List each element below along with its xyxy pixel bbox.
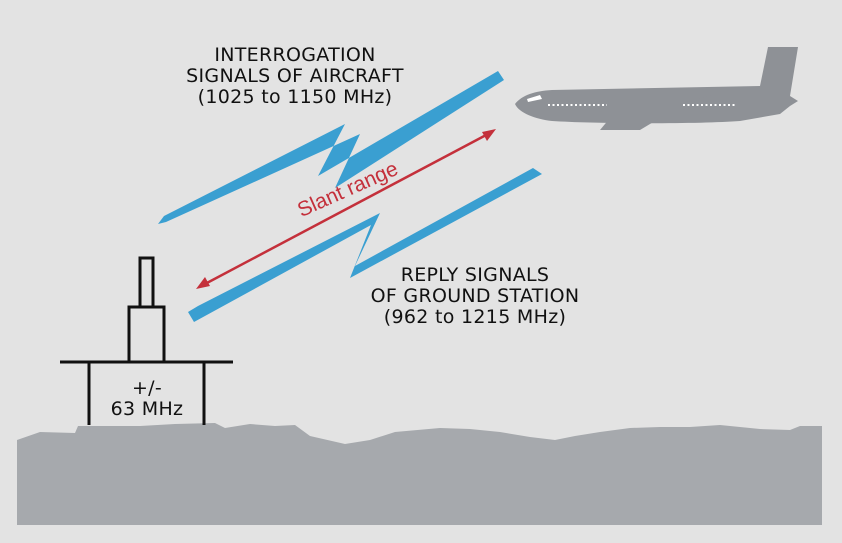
slant-range-arrow xyxy=(196,129,496,289)
reply-line-1: REPLY SIGNALS xyxy=(400,264,550,286)
reply-label: REPLY SIGNALS OF GROUND STATION (962 to … xyxy=(325,265,625,328)
interrogation-line-2: SIGNALS OF AIRCRAFT xyxy=(186,65,404,87)
interrogation-line-1: INTERROGATION xyxy=(214,44,376,66)
reply-signal xyxy=(188,168,542,322)
interrogation-signal xyxy=(158,71,504,224)
interrogation-label: INTERROGATION SIGNALS OF AIRCRAFT (1025 … xyxy=(150,45,440,108)
aircraft-icon xyxy=(515,47,798,130)
reply-line-3: (962 to 1215 MHz) xyxy=(383,306,567,328)
interrogation-line-3: (1025 to 1150 MHz) xyxy=(197,86,393,108)
station-line-2: 63 MHz xyxy=(110,398,184,420)
reply-line-2: OF GROUND STATION xyxy=(370,285,580,307)
ground-station xyxy=(60,256,233,425)
cockpit-window xyxy=(527,95,542,102)
station-line-1: +/- xyxy=(131,377,163,399)
station-bandwidth-label: +/- 63 MHz xyxy=(92,378,202,420)
ground-terrain xyxy=(17,423,822,525)
